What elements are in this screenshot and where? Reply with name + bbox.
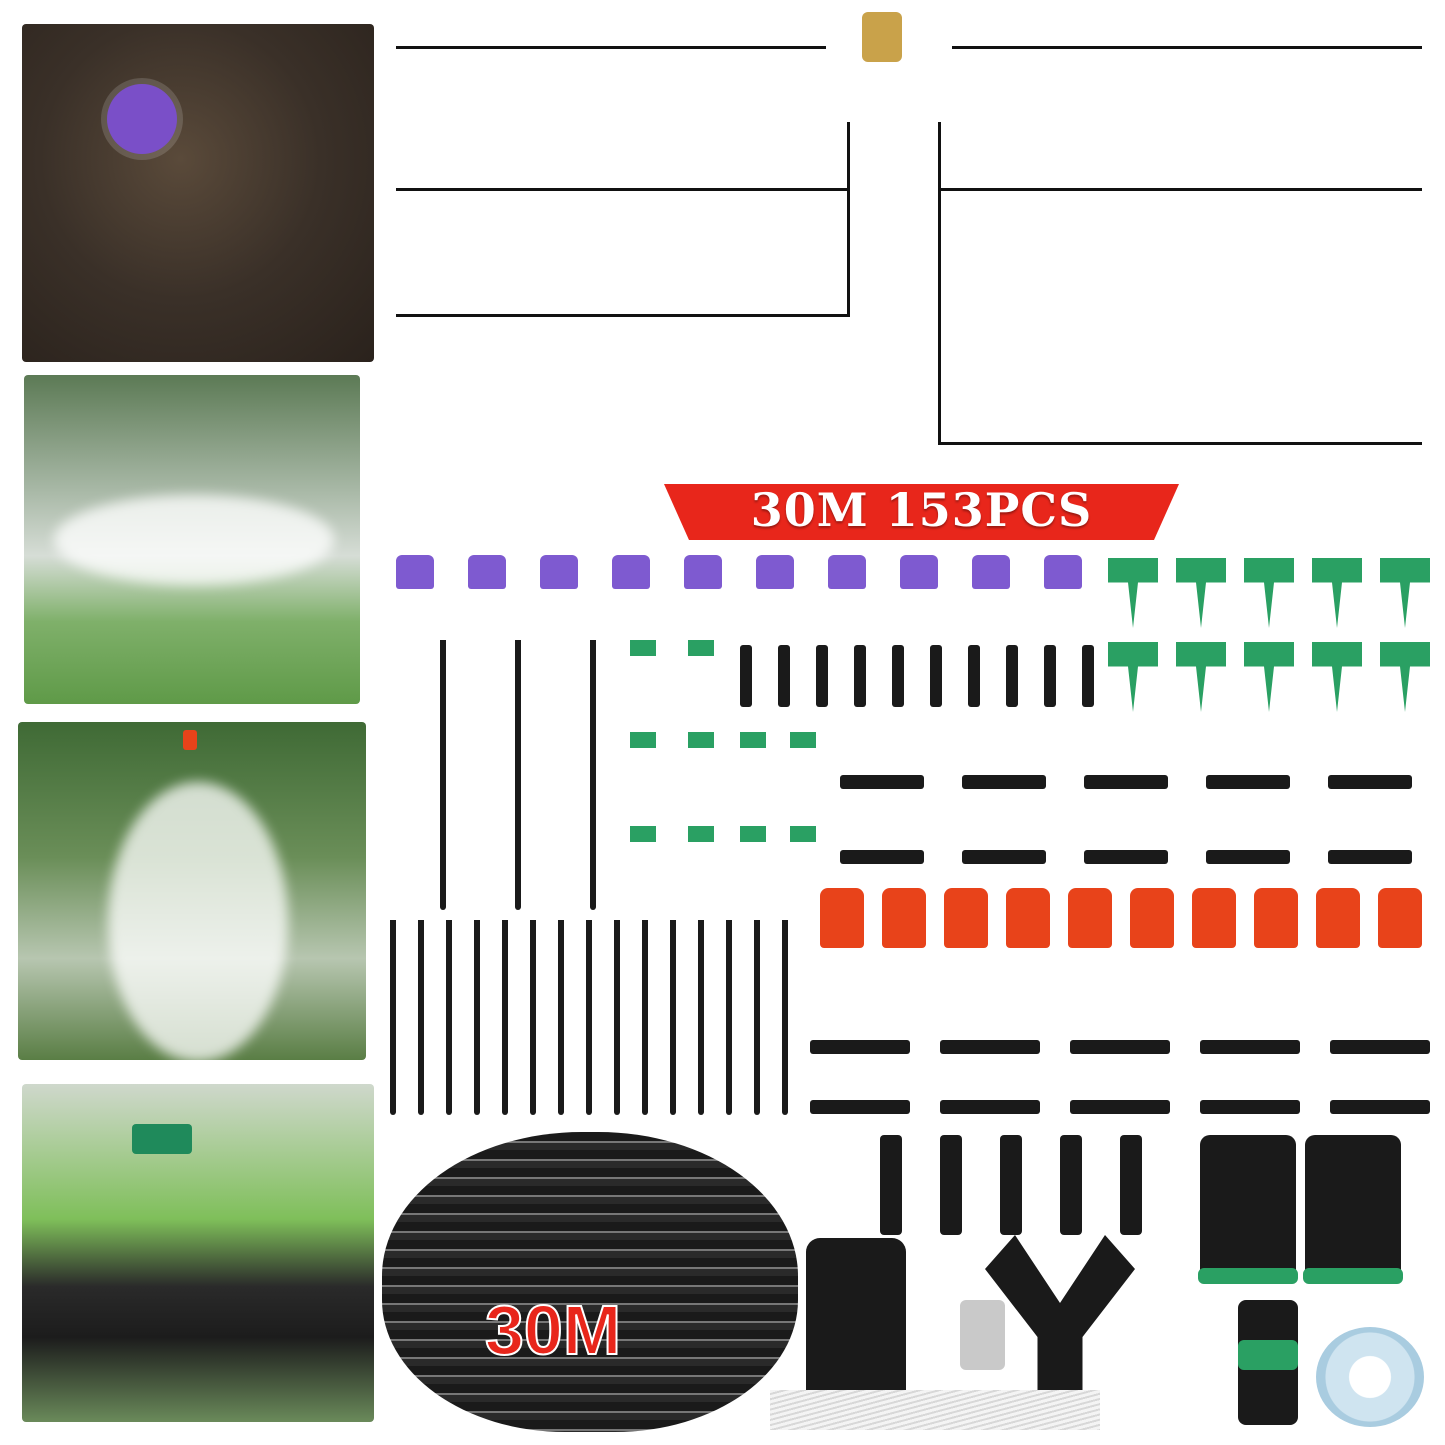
faucet-adapter-2 (1305, 1135, 1401, 1280)
photo-orange-nozzle (18, 722, 366, 1060)
teflon-tape (1316, 1327, 1424, 1427)
irrigation-diagram (392, 12, 1432, 467)
adapter-green-ring-2 (1303, 1268, 1403, 1284)
purple-dripper-head (107, 84, 177, 154)
tubing-coil (382, 1132, 798, 1432)
faucet-adapter-1 (1200, 1135, 1296, 1280)
mist-cloud (54, 495, 334, 585)
product-banner: 30M 153PCS (664, 478, 1179, 542)
photo-purple-dripper (22, 24, 374, 362)
y-splitter (985, 1235, 1135, 1405)
key-icon (960, 1300, 1005, 1370)
adapter-green-ring-1 (1198, 1268, 1298, 1284)
orange-nozzle-icon (183, 730, 197, 750)
quick-connector-green-band (1238, 1340, 1298, 1370)
mist-cone (108, 782, 288, 1060)
banner-shape (664, 484, 1179, 540)
cable-ties (770, 1390, 1100, 1430)
photo-green-valve (22, 1084, 374, 1422)
hose-connector (806, 1238, 906, 1410)
photo-lawn-mist (24, 375, 360, 704)
banner-text: 30M 153PCS (750, 483, 1093, 537)
tubing-length-label: 30M (484, 1290, 622, 1370)
green-valve-icon (132, 1124, 192, 1154)
faucet-icon (862, 12, 902, 62)
